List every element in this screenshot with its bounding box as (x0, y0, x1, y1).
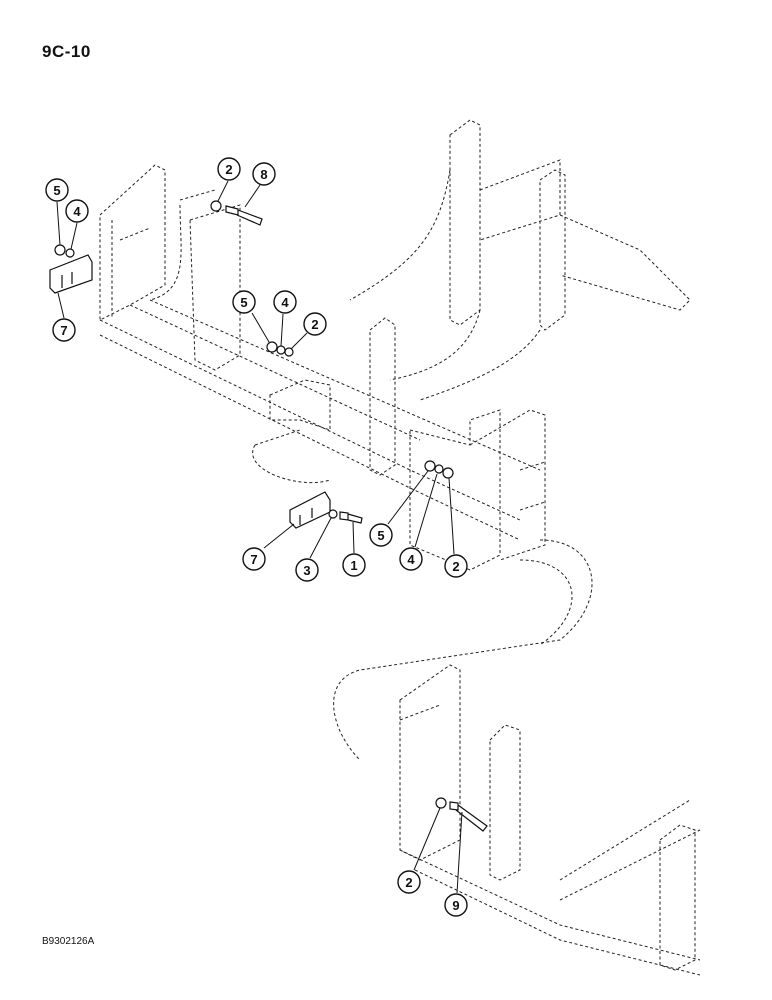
washer-4-upper-left (65, 248, 75, 258)
frame-phantom-lines (99, 119, 701, 976)
callout-4-center: 4 (273, 290, 297, 314)
callout-3: 3 (295, 558, 319, 582)
svg-text:7: 7 (250, 552, 257, 567)
svg-text:9: 9 (452, 898, 459, 913)
nut-5-center (266, 341, 278, 353)
callout-7-upper-left: 7 (52, 318, 76, 342)
washer-4-center (276, 345, 286, 355)
svg-text:4: 4 (407, 552, 415, 567)
callout-4-upper-left: 4 (65, 199, 89, 223)
svg-text:5: 5 (53, 183, 60, 198)
leader-lines (56, 180, 463, 894)
callout-5-right: 5 (369, 523, 393, 547)
plate-7-upper (49, 254, 93, 294)
callout-5-center: 5 (232, 290, 256, 314)
callout-2-lower: 2 (397, 870, 421, 894)
washer-4-right (434, 464, 444, 474)
svg-text:2: 2 (452, 559, 459, 574)
bolt-1 (339, 511, 363, 524)
svg-text:8: 8 (260, 167, 267, 182)
svg-text:5: 5 (377, 528, 384, 543)
hardware-parts (49, 200, 488, 832)
svg-text:2: 2 (311, 317, 318, 332)
callout-4-right: 4 (399, 547, 423, 571)
washer-3 (328, 509, 338, 519)
washer-2-lower (435, 797, 447, 809)
svg-text:4: 4 (281, 295, 289, 310)
svg-text:5: 5 (240, 295, 247, 310)
svg-text:4: 4 (73, 204, 81, 219)
page-number: 9C-10 (42, 42, 91, 61)
nut-5-right (424, 460, 436, 472)
washer-2-right (442, 467, 454, 479)
washer-2-top (210, 200, 222, 212)
svg-text:7: 7 (60, 323, 67, 338)
callout-8: 8 (252, 162, 276, 186)
bolt-8 (225, 205, 263, 226)
callout-2-center: 2 (303, 312, 327, 336)
svg-text:2: 2 (225, 162, 232, 177)
plate-7-lower (289, 491, 331, 529)
washer-2-center (284, 347, 294, 357)
callout-9: 9 (444, 893, 468, 917)
callout-7-lower: 7 (242, 547, 266, 571)
nut-5-upper-left (54, 244, 66, 256)
svg-text:1: 1 (350, 558, 357, 573)
callout-2-top: 2 (217, 157, 241, 181)
svg-text:3: 3 (303, 563, 310, 578)
svg-text:2: 2 (405, 875, 412, 890)
callout-2-right: 2 (444, 554, 468, 578)
callout-5-upper-left: 5 (45, 178, 69, 202)
bolt-9 (449, 801, 488, 832)
callout-1: 1 (342, 553, 366, 577)
figure-code: B9302126A (42, 936, 95, 947)
